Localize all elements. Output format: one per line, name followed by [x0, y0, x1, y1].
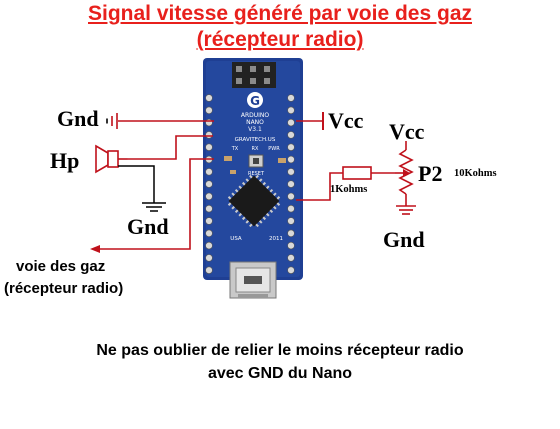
label-hp: Hp: [50, 148, 80, 173]
header-pin: [205, 143, 213, 151]
ground-symbol-speaker: [118, 165, 166, 212]
resistor-1k: [342, 166, 372, 180]
board-made-in: USA: [230, 236, 242, 242]
header-pin: [205, 266, 213, 274]
label-vcc-pot: Vcc: [389, 119, 425, 144]
usb-connector: [229, 261, 277, 299]
board-name-line2: NANO: [246, 119, 264, 126]
svg-text:G: G: [250, 94, 260, 108]
header-pin: [287, 168, 295, 176]
label-pot-value: 10Kohms: [454, 168, 497, 179]
icsp-header: [232, 62, 276, 88]
header-pin: [205, 131, 213, 139]
header-pin: [287, 180, 295, 188]
header-pin: [205, 168, 213, 176]
title-line1: Signal vitesse généré par voie des gaz: [88, 2, 472, 25]
header-pin: [287, 143, 295, 151]
board-name-line1: ARDUINO: [241, 112, 270, 119]
board-year: 2011: [269, 236, 283, 242]
label-p2: P2: [418, 161, 443, 186]
title-line2: (récepteur radio): [196, 28, 364, 51]
wire-signal-in: [296, 172, 343, 201]
header-pin: [287, 118, 295, 127]
label-vcc-mid: Vcc: [328, 108, 364, 133]
header-pin: [287, 254, 295, 262]
throttle-arrowhead: [90, 245, 100, 253]
header-pin: [287, 192, 295, 201]
header-pin: [205, 241, 213, 250]
ground-symbol-left: [106, 113, 118, 129]
header-pin: [287, 229, 295, 238]
label-gnd-left: Gnd: [57, 106, 99, 131]
left-pin-header: [205, 94, 213, 274]
header-pin: [205, 192, 213, 201]
label-gnd-speaker: Gnd: [127, 214, 169, 239]
led-label-pwr: PWR: [268, 146, 280, 152]
right-pin-header: [287, 94, 295, 274]
header-pin: [287, 217, 295, 225]
header-pin: [205, 229, 213, 238]
wire-speaker: [128, 135, 213, 160]
header-pin: [205, 254, 213, 262]
header-pin: [205, 106, 213, 115]
board-maker: GRAVITECH.US: [235, 137, 276, 143]
arduino-nano-board: G ARDUINO NANO V3.1 GRAVITECH.US TX RX P…: [203, 58, 303, 299]
header-pin: [287, 155, 295, 164]
label-throttle-line1: voie des gaz: [16, 258, 106, 275]
header-pin: [205, 94, 213, 102]
header-pin: [287, 205, 295, 213]
led-label-rx: RX: [252, 146, 259, 152]
ground-symbol-pot: [396, 205, 416, 215]
speaker-icon: [95, 144, 128, 174]
logo-icon: [247, 92, 263, 108]
header-pin: [205, 205, 213, 213]
header-pin: [287, 241, 295, 250]
reset-label: RESET: [248, 171, 265, 177]
header-pin: [287, 131, 295, 139]
label-resistor-value: 1Kohms: [330, 184, 368, 195]
header-pin: [287, 106, 295, 115]
led-label-tx: TX: [231, 146, 239, 152]
label-throttle-line2: (récepteur radio): [4, 280, 124, 297]
header-pin: [205, 217, 213, 225]
note-line2: avec GND du Nano: [207, 365, 353, 382]
wire-throttle: [98, 158, 214, 250]
header-pin: [287, 266, 295, 274]
header-pin: [205, 180, 213, 188]
header-pin: [287, 94, 295, 102]
board-version: V3.1: [248, 126, 262, 133]
potentiometer-p2: [395, 149, 414, 195]
label-gnd-pot: Gnd: [383, 227, 425, 252]
note-line1: Ne pas oublier de relier le moins récept…: [96, 342, 464, 359]
microcontroller-chip: [227, 174, 281, 228]
